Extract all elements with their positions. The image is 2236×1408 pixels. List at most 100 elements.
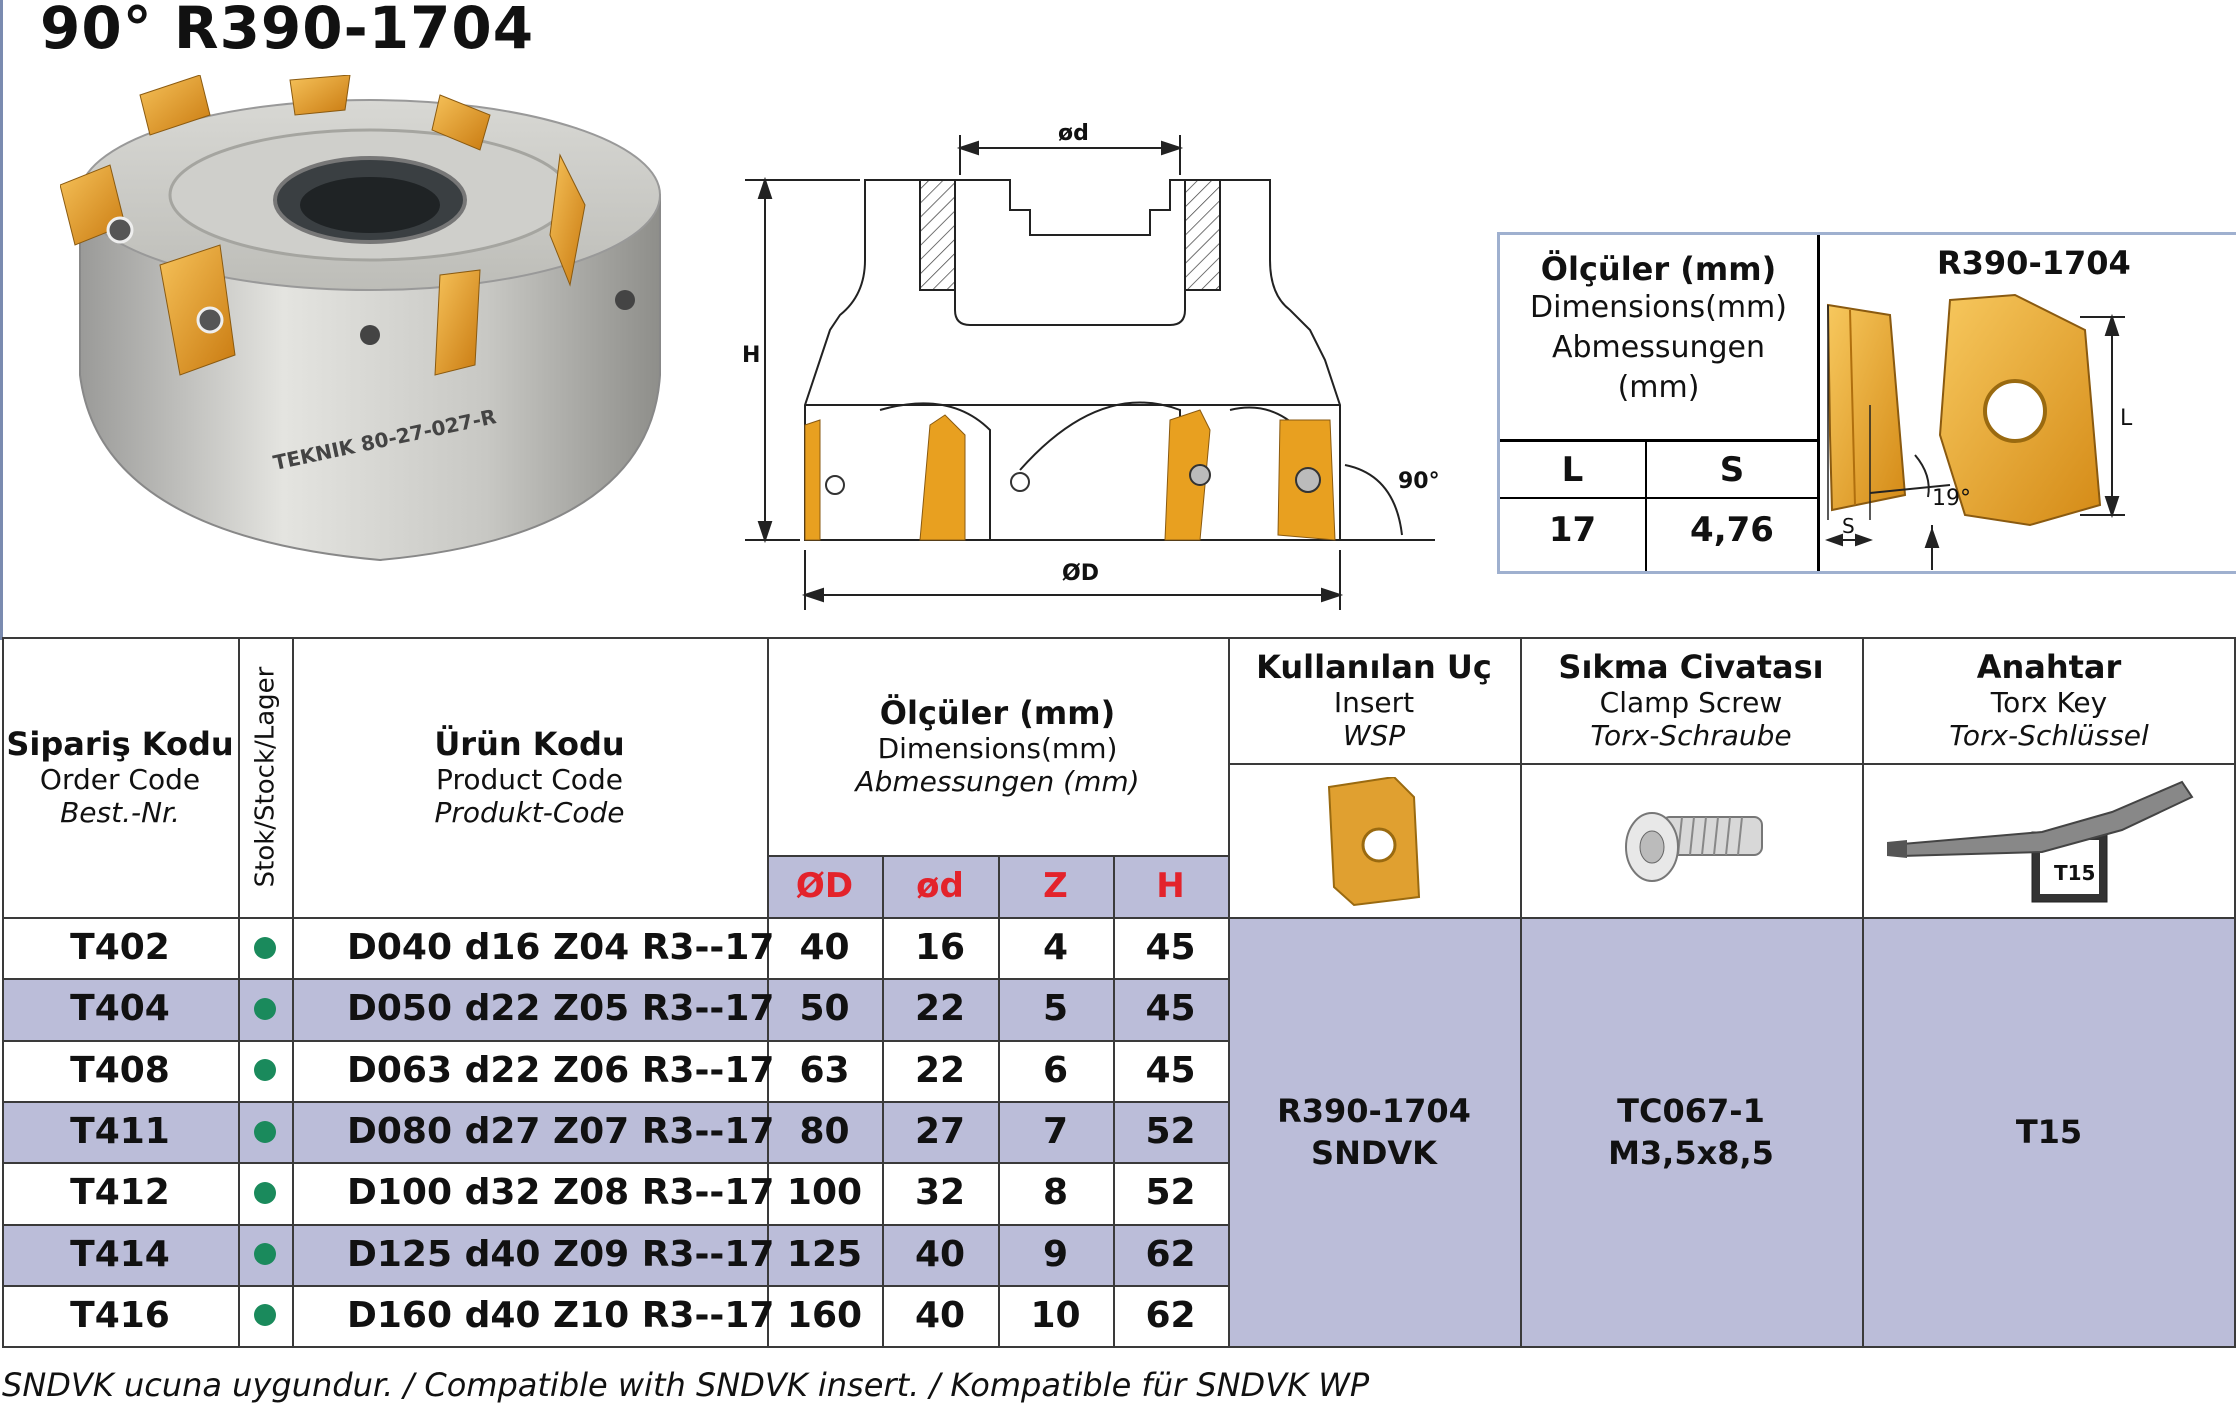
stock-indicator xyxy=(238,1101,292,1162)
table-cell-D: 160 xyxy=(786,1294,863,1336)
table-cell-order: T408 xyxy=(70,1049,170,1091)
insert-value: R390-1704 SNDVK xyxy=(1277,1092,1471,1172)
dim-col-S: S xyxy=(1719,450,1745,490)
subheader-d: ød xyxy=(916,866,964,906)
table-cell-H: 45 xyxy=(1145,927,1196,969)
in-stock-dot-icon xyxy=(254,1120,276,1143)
left-border xyxy=(0,0,3,640)
in-stock-dot-icon xyxy=(254,1059,276,1082)
insert-diagram-title: R390-1704 xyxy=(1937,244,2131,282)
insert-dimension-box: Ölçüler (mm) Dimensions(mm) Abmessungen … xyxy=(1497,232,2236,574)
dim-col-L: L xyxy=(1561,450,1584,490)
table-cell-order: T416 xyxy=(70,1294,170,1336)
table-cell-Z: 8 xyxy=(1042,1172,1069,1214)
table-cell-Z: 7 xyxy=(1042,1111,1069,1153)
table-cell-Z: 5 xyxy=(1042,988,1069,1030)
table-cell-product: D080 d27 Z07 R3--17 xyxy=(347,1111,775,1153)
row-highlight xyxy=(2,1223,1228,1285)
row-highlight xyxy=(2,1100,1228,1163)
table-cell-D: 50 xyxy=(799,988,850,1030)
table-cell-Z: 6 xyxy=(1042,1049,1069,1091)
drawing-label-D: ØD xyxy=(1062,561,1099,586)
subheader-H: H xyxy=(1156,866,1185,906)
stock-indicator xyxy=(238,1285,292,1346)
table-cell-H: 45 xyxy=(1145,988,1196,1030)
stock-indicator xyxy=(238,1040,292,1101)
table-cell-d: 27 xyxy=(914,1111,966,1153)
table-cell-order: T414 xyxy=(70,1233,170,1275)
torx-key-value: T15 xyxy=(2015,1113,2083,1151)
stock-indicator xyxy=(238,917,292,978)
header-dimensions: Ölçüler (mm) Dimensions(mm) Abmessungen … xyxy=(855,694,1140,798)
in-stock-dot-icon xyxy=(254,1181,276,1204)
dim-header-en: Dimensions(mm) xyxy=(1530,290,1787,325)
table-cell-D: 100 xyxy=(786,1172,863,1214)
stock-indicator xyxy=(238,978,292,1039)
merged-highlight xyxy=(1228,917,2236,1347)
table-cell-d: 16 xyxy=(914,927,966,969)
subheader-highlight xyxy=(767,855,1228,917)
dim-value-S: 4,76 xyxy=(1690,510,1774,550)
cutter-photo: TEKNIK 80-27-027-R xyxy=(60,75,661,562)
header-clamp-screw: Sıkma Civatası Clamp Screw Torx-Schraube xyxy=(1558,648,1824,752)
technical-drawing: ød H ØD 90° xyxy=(742,121,1440,610)
subheader-D: ØD xyxy=(795,866,854,906)
stock-indicator xyxy=(238,1162,292,1223)
table-cell-d: 22 xyxy=(914,988,966,1030)
header-stock: Stok/Stock/Lager xyxy=(250,666,280,888)
table-cell-D: 125 xyxy=(786,1233,863,1275)
table-cell-product: D063 d22 Z06 R3--17 xyxy=(347,1049,775,1091)
dim-header-de: Abmessungen xyxy=(1551,330,1766,365)
clamp-screw-icon xyxy=(1625,812,1763,882)
dim-header-tr: Ölçüler (mm) xyxy=(1540,250,1777,288)
table-cell-D: 80 xyxy=(799,1111,850,1153)
table-cell-H: 62 xyxy=(1145,1294,1196,1336)
footnote: SNDVK ucuna uygundur. / Compatible with … xyxy=(2,1366,1370,1404)
drawing-label-angle: 90° xyxy=(1398,469,1440,494)
header-torx-key: Anahtar Torx Key Torx-Schlüssel xyxy=(1949,648,2149,752)
drawing-label-d: ød xyxy=(1058,121,1089,146)
table-cell-Z: 4 xyxy=(1042,927,1069,969)
page-title: 90° R390-1704 xyxy=(40,0,535,62)
table-cell-product: D100 d32 Z08 R3--17 xyxy=(347,1172,775,1214)
row-highlight xyxy=(2,978,1228,1040)
insert-diagram: L S 19° xyxy=(1825,293,2133,570)
in-stock-dot-icon xyxy=(254,997,276,1020)
table-cell-d: 32 xyxy=(914,1172,966,1214)
table-cell-H: 52 xyxy=(1145,1111,1196,1153)
product-table: Sipariş Kodu Order Code Best.-Nr. Stok/S… xyxy=(2,637,2236,1348)
in-stock-dot-icon xyxy=(254,936,276,959)
subheader-Z: Z xyxy=(1043,866,1068,906)
table-cell-order: T404 xyxy=(70,988,170,1030)
table-cell-product: D160 d40 Z10 R3--17 xyxy=(347,1294,775,1336)
table-cell-d: 40 xyxy=(914,1294,966,1336)
clamp-screw-value: TC067-1 M3,5x8,5 xyxy=(1608,1092,1774,1172)
table-cell-d: 22 xyxy=(914,1049,966,1091)
drawing-label-H: H xyxy=(742,343,760,368)
header-order-code: Sipariş Kodu Order Code Best.-Nr. xyxy=(6,725,234,829)
table-cell-H: 45 xyxy=(1145,1049,1196,1091)
dim-header-de2: (mm) xyxy=(1617,370,1700,405)
table-cell-Z: 9 xyxy=(1042,1233,1069,1275)
table-cell-D: 40 xyxy=(799,927,850,969)
insert-label-angle: 19° xyxy=(1932,486,1971,511)
table-cell-d: 40 xyxy=(914,1233,966,1275)
table-cell-product: D125 d40 Z09 R3--17 xyxy=(347,1233,775,1275)
table-cell-order: T402 xyxy=(70,927,170,969)
insert-icon xyxy=(1327,777,1421,907)
in-stock-dot-icon xyxy=(254,1243,276,1266)
table-cell-order: T411 xyxy=(70,1111,170,1153)
in-stock-dot-icon xyxy=(254,1304,276,1327)
table-cell-Z: 10 xyxy=(1030,1294,1081,1336)
header-product-code: Ürün Kodu Product Code Produkt-Code xyxy=(434,725,625,829)
table-cell-product: D040 d16 Z04 R3--17 xyxy=(347,927,775,969)
insert-label-L: L xyxy=(2120,406,2133,431)
table-cell-product: D050 d22 Z05 R3--17 xyxy=(347,988,775,1030)
table-cell-H: 62 xyxy=(1145,1233,1196,1275)
header-insert: Kullanılan Uç Insert WSP xyxy=(1256,648,1492,752)
insert-label-S: S xyxy=(1842,514,1855,538)
table-cell-order: T412 xyxy=(70,1172,170,1214)
table-cell-H: 52 xyxy=(1145,1172,1196,1214)
table-cell-D: 63 xyxy=(799,1049,850,1091)
dim-value-L: 17 xyxy=(1548,510,1597,550)
